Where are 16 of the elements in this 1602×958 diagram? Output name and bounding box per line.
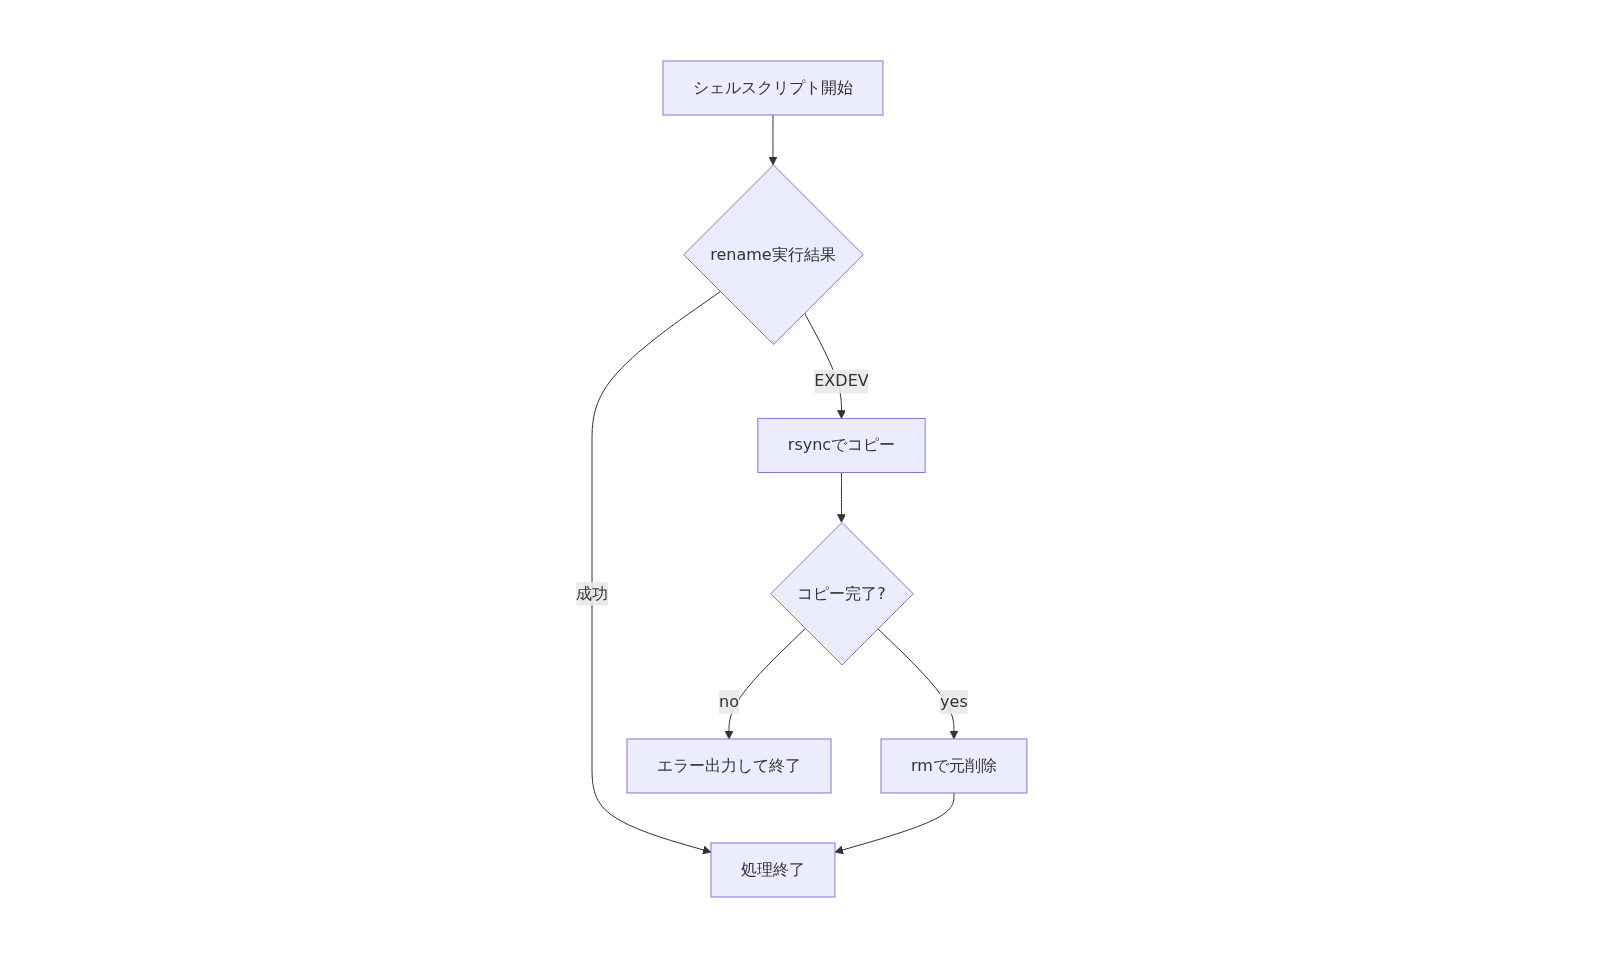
arrow — [591, 291, 721, 855]
edge-label: 成功 — [575, 583, 608, 603]
arrow — [834, 792, 954, 855]
node-diamond: コピー完了? — [769, 522, 914, 666]
node-box: rmで元削除 — [880, 738, 1027, 794]
arrow — [724, 628, 806, 740]
arrow — [836, 472, 846, 523]
edge-label: EXDEV — [813, 371, 869, 391]
node-diamond: rename実行結果 — [682, 164, 864, 345]
node-box: シェルスクリプト開始 — [662, 60, 883, 116]
arrow — [768, 114, 777, 166]
edge-label: no — [718, 691, 739, 711]
edge-label: yes — [939, 691, 968, 711]
node-box: 処理終了 — [710, 842, 835, 898]
node-box: rsyncでコピー — [756, 418, 926, 473]
node-box: エラー出力して終了 — [626, 738, 832, 794]
